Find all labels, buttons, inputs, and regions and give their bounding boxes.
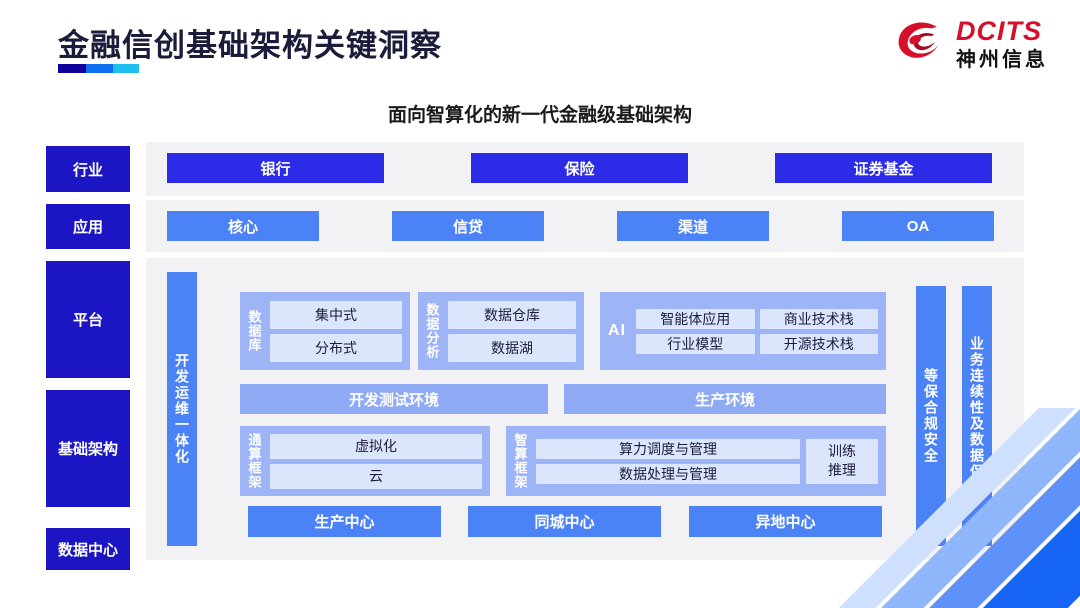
chip-label: 生产中心: [314, 514, 375, 531]
chip-centralized[interactable]: 集中式: [270, 300, 402, 329]
datacenter-chip-production[interactable]: 生产中心: [248, 506, 441, 537]
right-rail-compliance-security[interactable]: 等保合规安全: [916, 286, 946, 546]
title-accent-rule: [58, 64, 139, 73]
accent-segment-2: [86, 64, 113, 73]
group-label-database: 数据库: [246, 310, 262, 352]
sidebar-item-industry[interactable]: 行业: [46, 146, 130, 192]
datacenter-chip-metro[interactable]: 同城中心: [468, 506, 661, 537]
group-ai: AI 智能体应用 商业技术栈 行业模型 开源技术栈: [600, 292, 886, 370]
rail-label: 等保合规安全: [923, 368, 939, 464]
chip-label: 渠道: [677, 218, 708, 236]
chip-distributed[interactable]: 分布式: [270, 333, 402, 362]
chip-label: 银行: [260, 160, 291, 178]
industry-chip-insurance[interactable]: 保险: [471, 153, 688, 183]
group-database: 数据库 集中式 分布式: [240, 292, 410, 370]
chip-data-lake[interactable]: 数据湖: [448, 333, 576, 362]
sidebar-item-label: 平台: [72, 312, 103, 329]
brand-logo: DCITS 神州信息: [896, 18, 1048, 70]
subtitle: 面向智算化的新一代金融级基础架构: [387, 105, 692, 126]
accent-segment-3: [113, 64, 139, 73]
chip-label: 异地中心: [755, 514, 816, 531]
industry-chip-securities-funds[interactable]: 证券基金: [775, 153, 992, 183]
group-data-analytics: 数据分析 数据仓库 数据湖: [418, 292, 584, 370]
group-label-analytics: 数据分析: [424, 303, 440, 359]
sidebar-item-infrastructure[interactable]: 基础架构: [46, 390, 130, 507]
chip-cloud[interactable]: 云: [270, 463, 482, 489]
group-intelligent-compute-framework: 智算框架 算力调度与管理 数据处理与管理 训练 推理: [506, 426, 886, 496]
chip-agent-application[interactable]: 智能体应用: [636, 308, 755, 329]
group-label-ai: AI: [608, 322, 626, 339]
logo-text-cn: 神州信息: [956, 49, 1048, 71]
chip-industry-model[interactable]: 行业模型: [636, 333, 755, 354]
chip-label: 核心: [227, 218, 258, 236]
industry-chip-bank[interactable]: 银行: [167, 153, 384, 183]
sidebar-item-label: 数据中心: [57, 541, 118, 559]
application-chip-oa[interactable]: OA: [842, 211, 994, 241]
chip-label: OA: [906, 217, 930, 235]
group-general-compute-framework: 通算框架 虚拟化 云: [240, 426, 490, 496]
sidebar-item-application[interactable]: 应用: [46, 204, 130, 249]
chip-label: 证券基金: [853, 160, 914, 178]
logo-text-en: DCITS: [956, 16, 1042, 46]
chip-line-inference: 推理: [828, 462, 856, 478]
left-rail-devops[interactable]: 开发运维一体化: [167, 272, 197, 546]
accent-segment-1: [58, 64, 86, 73]
page-title: 金融信创基础架构关键洞察: [58, 28, 442, 63]
group-label-intelligent-compute: 智算框架: [512, 433, 528, 489]
chip-label: 同城中心: [534, 514, 595, 531]
datacenter-chip-remote[interactable]: 异地中心: [689, 506, 882, 537]
sidebar-item-label: 应用: [72, 219, 103, 236]
chip-label: 信贷: [452, 218, 483, 236]
rail-label: 业务连续性及数据保护: [969, 336, 985, 496]
chip-line-training: 训练: [828, 443, 856, 460]
chip-commercial-stack[interactable]: 商业技术栈: [759, 308, 878, 329]
sidebar-item-label: 行业: [72, 161, 103, 179]
rail-label: 开发运维一体化: [174, 353, 190, 465]
application-chip-channel[interactable]: 渠道: [617, 211, 769, 241]
env-bar-production[interactable]: 生产环境: [564, 384, 886, 414]
group-label-general-compute: 通算框架: [246, 433, 262, 489]
swirl-logo-icon: [898, 22, 939, 58]
chip-label: 保险: [564, 160, 595, 178]
sidebar-item-label: 基础架构: [57, 441, 118, 458]
chip-opensource-stack[interactable]: 开源技术栈: [759, 333, 878, 354]
env-label: 生产环境: [694, 391, 755, 409]
env-label: 开发测试环境: [348, 391, 439, 409]
right-rail-business-continuity[interactable]: 业务连续性及数据保护: [962, 286, 992, 546]
chip-virtualization[interactable]: 虚拟化: [270, 433, 482, 459]
application-chip-core[interactable]: 核心: [167, 211, 319, 241]
chip-compute-scheduling[interactable]: 算力调度与管理: [536, 438, 800, 459]
chip-data-warehouse[interactable]: 数据仓库: [448, 300, 576, 329]
sidebar-item-datacenter[interactable]: 数据中心: [46, 528, 130, 570]
application-chip-credit[interactable]: 信贷: [392, 211, 544, 241]
chip-training-inference[interactable]: 训练 推理: [806, 438, 878, 484]
sidebar-item-platform[interactable]: 平台: [46, 261, 130, 378]
env-bar-dev-test[interactable]: 开发测试环境: [240, 384, 548, 414]
chip-data-processing[interactable]: 数据处理与管理: [536, 463, 800, 484]
